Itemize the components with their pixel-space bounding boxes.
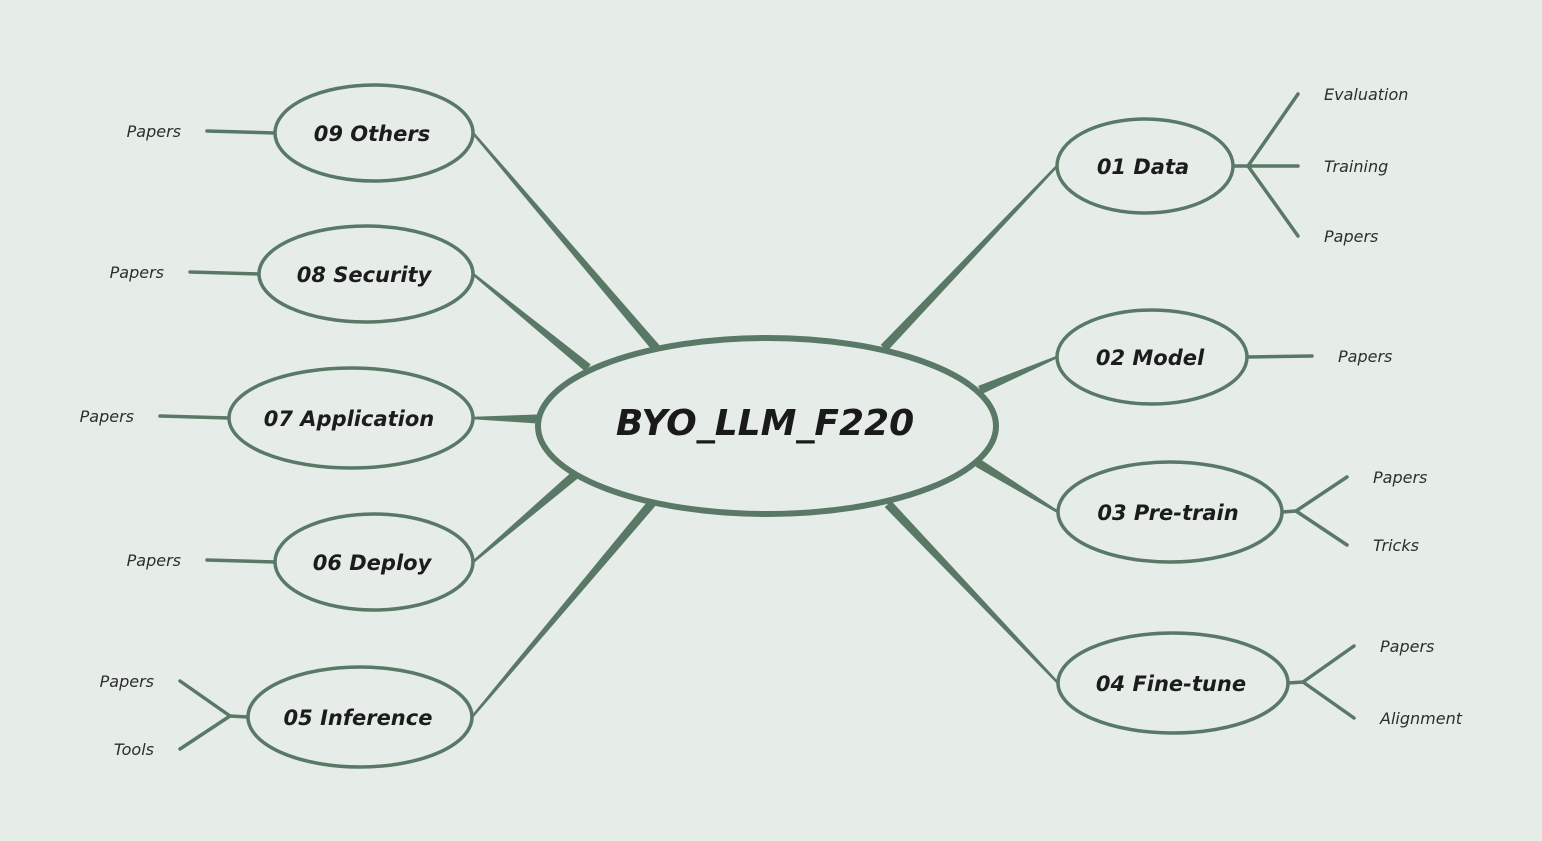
leaf-label-data-1[interactable]: Training — [1324, 157, 1388, 176]
branch-node-model[interactable]: 02 Model — [1055, 308, 1249, 406]
leaf-connector-pretrain-0 — [1294, 475, 1349, 513]
leaf-connector-data-0 — [1246, 92, 1300, 168]
leaf-label-deploy-0[interactable]: Papers — [127, 551, 181, 570]
leaf-connector-finetune-0 — [1301, 644, 1356, 684]
leaf-label-finetune-1[interactable]: Alignment — [1379, 709, 1463, 728]
leaf-connector-security-0 — [188, 270, 261, 276]
leaf-label-data-2[interactable]: Papers — [1324, 227, 1378, 246]
leaf-label-data-0[interactable]: Evaluation — [1324, 85, 1408, 104]
branch-ellipse-pretrain — [1056, 460, 1284, 564]
leaf-connector-data-2 — [1246, 164, 1300, 238]
leaf-label-inference-0[interactable]: Papers — [100, 672, 154, 691]
branch-ellipse-finetune — [1056, 631, 1290, 735]
leaf-label-model-0[interactable]: Papers — [1338, 347, 1392, 366]
connector-layer — [471, 132, 1059, 718]
leaf-label-security-0[interactable]: Papers — [110, 263, 164, 282]
leaf-label-pretrain-1[interactable]: Tricks — [1373, 536, 1419, 555]
branch-label-model: 02 Model — [1096, 346, 1205, 370]
leaf-connector-finetune-1 — [1301, 680, 1356, 720]
branch-ellipse-application — [227, 366, 475, 470]
leaf-label-others-0[interactable]: Papers — [127, 122, 181, 141]
branch-label-security: 08 Security — [297, 263, 433, 287]
leaf-connector-others-0 — [205, 129, 277, 135]
leaf-connector-inference-0 — [178, 679, 232, 718]
leaf-label-application-0[interactable]: Papers — [80, 407, 134, 426]
leaf-connector-inference-1 — [178, 714, 232, 751]
leaf-stub-pretrain — [1280, 509, 1298, 514]
branch-label-application: 07 Application — [264, 407, 434, 431]
connector-pretrain — [975, 459, 1059, 514]
branch-node-security[interactable]: 08 Security — [257, 224, 475, 324]
leaf-label-finetune-0[interactable]: Papers — [1380, 637, 1434, 656]
branch-ellipse-model — [1055, 308, 1249, 406]
connector-security — [472, 273, 591, 372]
connector-data — [880, 165, 1058, 352]
connector-deploy — [472, 471, 578, 563]
leaf-connector-application-0 — [158, 414, 231, 420]
branch-node-application[interactable]: 07 Application — [227, 366, 475, 470]
leaf-label-pretrain-0[interactable]: Papers — [1373, 468, 1427, 487]
branch-ellipse-others — [273, 83, 475, 183]
leaf-connector-layer — [158, 92, 1356, 751]
leaf-connector-model-0 — [1245, 354, 1314, 359]
leaf-stub-inference — [228, 714, 250, 719]
connector-model — [978, 355, 1058, 395]
branch-label-others: 09 Others — [314, 122, 430, 146]
branch-ellipse-deploy — [273, 512, 475, 612]
connector-finetune — [884, 500, 1059, 684]
branch-label-deploy: 06 Deploy — [313, 551, 433, 575]
leaf-connector-deploy-0 — [205, 558, 277, 564]
root-node[interactable]: BYO_LLM_F220 — [535, 335, 999, 517]
branch-node-data[interactable]: 01 Data — [1055, 117, 1235, 215]
connector-others — [472, 132, 660, 351]
branch-label-inference: 05 Inference — [284, 706, 433, 730]
branch-label-finetune: 04 Fine-tune — [1096, 672, 1246, 696]
root-ellipse — [535, 335, 999, 517]
branch-node-deploy[interactable]: 06 Deploy — [273, 512, 475, 612]
leaf-stub-finetune — [1286, 680, 1305, 685]
connector-inference — [471, 500, 656, 718]
branch-ellipse-security — [257, 224, 475, 324]
branch-node-inference[interactable]: 05 Inference — [246, 665, 474, 769]
branch-ellipse-inference — [246, 665, 474, 769]
branch-ellipse-data — [1055, 117, 1235, 215]
branch-label-pretrain: 03 Pre-train — [1097, 501, 1238, 525]
branch-node-others[interactable]: 09 Others — [273, 83, 475, 183]
leaf-label-inference-1[interactable]: Tools — [114, 740, 154, 759]
connector-application — [473, 414, 538, 424]
branch-node-pretrain[interactable]: 03 Pre-train — [1056, 460, 1284, 564]
branch-node-finetune[interactable]: 04 Fine-tune — [1056, 631, 1290, 735]
branch-label-data: 01 Data — [1097, 155, 1189, 179]
root-label: BYO_LLM_F220 — [616, 403, 914, 444]
leaf-connector-pretrain-1 — [1294, 509, 1349, 547]
